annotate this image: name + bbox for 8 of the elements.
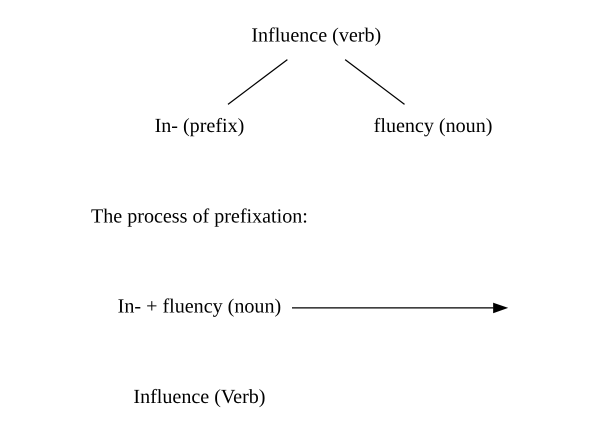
connector [344,58,405,104]
node-text: In- + fluency (noun) [118,295,282,318]
connector [228,58,288,104]
node-text: fluency (noun) [374,114,492,136]
node-text: Influence (verb) [251,24,382,46]
label: The process of prefixation: [91,204,308,227]
node-text: In- (prefix) [154,114,244,136]
label: Influence (Verb) [133,386,266,408]
